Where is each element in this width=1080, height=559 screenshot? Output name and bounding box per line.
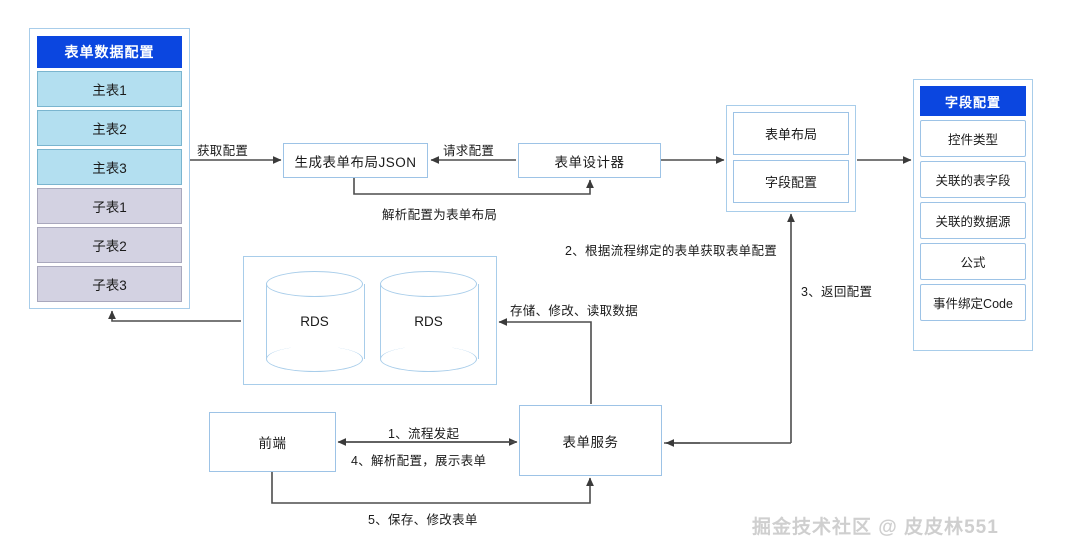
edge-label-step4-parse-show: 4、解析配置，展示表单 [351, 454, 487, 468]
field-config-item-related-table-field[interactable]: 关联的表字段 [920, 161, 1026, 198]
sub-table-item-2[interactable]: 子表2 [37, 227, 182, 263]
rds-database-1[interactable]: RDS [266, 271, 365, 372]
form-data-config-title: 表单数据配置 [37, 36, 182, 68]
form-data-config-panel: 表单数据配置 主表1 主表2 主表3 子表1 子表2 子表3 [29, 28, 190, 309]
edge-label-store-modify-read: 存储、修改、读取数据 [510, 304, 639, 318]
rds-label-1: RDS [300, 314, 329, 329]
form-service-node[interactable]: 表单服务 [519, 405, 662, 476]
edge-db-to-left-panel [108, 310, 241, 322]
generate-form-layout-json-node[interactable]: 生成表单布局JSON [283, 143, 428, 178]
form-designer-node[interactable]: 表单设计器 [518, 143, 661, 178]
cylinder-top [380, 271, 477, 297]
field-config-item-related-datasource[interactable]: 关联的数据源 [920, 202, 1026, 239]
form-layout-node[interactable]: 表单布局 [733, 112, 849, 155]
edge-parse-to-layout [353, 178, 594, 195]
edge-label-parse-to-layout: 解析配置为表单布局 [382, 208, 498, 222]
cylinder-top [266, 271, 363, 297]
sub-table-item-3[interactable]: 子表3 [37, 266, 182, 302]
layout-field-group: 表单布局 字段配置 [726, 105, 856, 212]
field-config-panel-title: 字段配置 [920, 86, 1026, 116]
watermark: 掘金技术社区 @ 皮皮林551 [752, 517, 999, 538]
edge-label-get-config: 获取配置 [197, 144, 249, 158]
cylinder-bottom [380, 346, 477, 372]
edge-label-step3-return-config: 3、返回配置 [801, 285, 873, 299]
sub-table-item-1[interactable]: 子表1 [37, 188, 182, 224]
edge-label-step5-save-modify: 5、保存、修改表单 [368, 513, 478, 527]
rds-database-2[interactable]: RDS [380, 271, 479, 372]
main-table-item-1[interactable]: 主表1 [37, 71, 182, 107]
rds-label-2: RDS [414, 314, 443, 329]
cylinder-bottom [266, 346, 363, 372]
field-config-item-event-bind-code[interactable]: 事件绑定Code [920, 284, 1026, 321]
edge-label-request-config: 请求配置 [443, 144, 495, 158]
edge-frontend-save-to-service [271, 472, 594, 504]
frontend-node[interactable]: 前端 [209, 412, 336, 472]
edge-label-step2-fetch-config: 2、根据流程绑定的表单获取表单配置 [565, 244, 778, 258]
field-config-node[interactable]: 字段配置 [733, 160, 849, 203]
database-group: RDS RDS [243, 256, 497, 385]
field-config-item-control-type[interactable]: 控件类型 [920, 120, 1026, 157]
edge-label-step1-process-start: 1、流程发起 [388, 427, 460, 441]
main-table-item-3[interactable]: 主表3 [37, 149, 182, 185]
edge-service-to-db [498, 318, 592, 404]
main-table-item-2[interactable]: 主表2 [37, 110, 182, 146]
field-config-panel: 字段配置 控件类型 关联的表字段 关联的数据源 公式 事件绑定Code [913, 79, 1033, 351]
field-config-item-formula[interactable]: 公式 [920, 243, 1026, 280]
